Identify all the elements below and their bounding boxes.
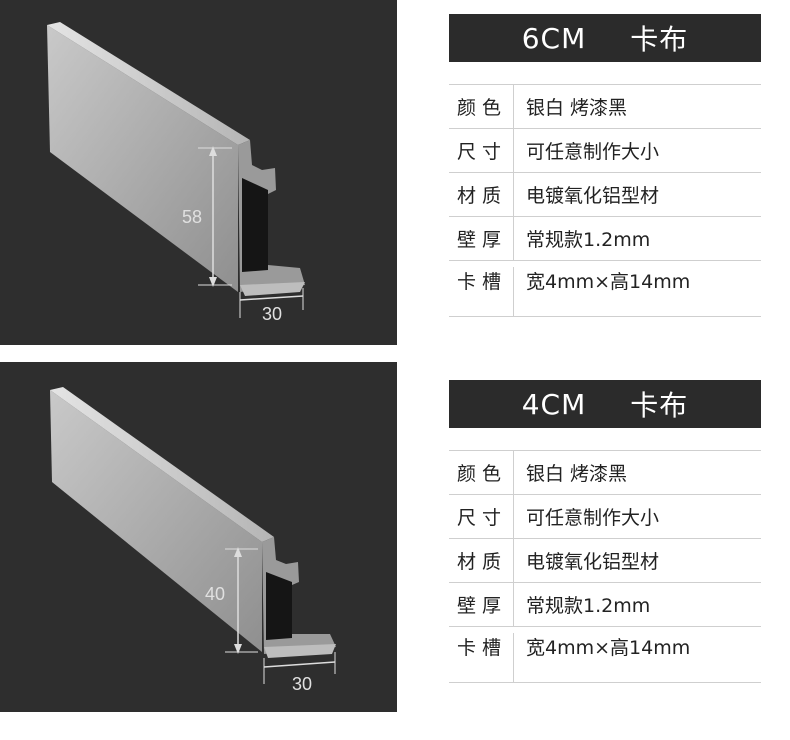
spec-table: 颜色 银白 烤漆黑 尺寸 可任意制作大小 材质 电镀氧化铝型材 壁厚 常规款1.…	[449, 450, 761, 683]
spec-value: 常规款1.2mm	[513, 583, 761, 626]
spec-row-slot: 卡槽 宽4mm×高14mm	[449, 627, 761, 683]
spec-row-color: 颜色 银白 烤漆黑	[449, 451, 761, 495]
spec-title-size: 6CM	[521, 21, 587, 55]
product-photo-6cm: 58 30	[0, 0, 397, 345]
spec-row-color: 颜色 银白 烤漆黑	[449, 85, 761, 129]
spec-title-size: 4CM	[521, 387, 587, 421]
product-photo-4cm: 40 30	[0, 362, 397, 712]
spec-row-thickness: 壁厚 常规款1.2mm	[449, 217, 761, 261]
spec-row-size: 尺寸 可任意制作大小	[449, 495, 761, 539]
width-dimension-label: 30	[292, 674, 312, 694]
spec-value: 宽4mm×高14mm	[513, 633, 761, 683]
spec-key: 壁厚	[457, 229, 508, 251]
spec-key: 尺寸	[457, 141, 508, 163]
spec-value: 可任意制作大小	[513, 129, 761, 172]
spec-panel-6cm: 6CM 卡布 颜色 银白 烤漆黑 尺寸 可任意制作大小 材质 电镀氧化铝型材 壁…	[449, 14, 761, 317]
spec-value: 电镀氧化铝型材	[513, 539, 761, 582]
spec-key: 卡槽	[457, 637, 508, 659]
spec-key: 颜色	[457, 97, 508, 119]
spec-title-type: 卡布	[630, 389, 689, 422]
spec-panel-4cm: 4CM 卡布 颜色 银白 烤漆黑 尺寸 可任意制作大小 材质 电镀氧化铝型材 壁…	[449, 380, 761, 683]
spec-row-size: 尺寸 可任意制作大小	[449, 129, 761, 173]
spec-table: 颜色 银白 烤漆黑 尺寸 可任意制作大小 材质 电镀氧化铝型材 壁厚 常规款1.…	[449, 84, 761, 317]
spec-value: 常规款1.2mm	[513, 217, 761, 260]
spec-key: 卡槽	[457, 271, 508, 293]
spec-key: 材质	[457, 185, 508, 207]
spec-row-material: 材质 电镀氧化铝型材	[449, 539, 761, 583]
spec-key: 颜色	[457, 463, 508, 485]
spec-value: 宽4mm×高14mm	[513, 267, 761, 317]
spec-key: 材质	[457, 551, 508, 573]
spec-key: 壁厚	[457, 595, 508, 617]
width-dimension-label: 30	[262, 304, 282, 324]
height-dimension-label: 58	[182, 207, 202, 227]
product-section-6cm: 58 30 6CM 卡布 颜色 银白 烤漆黑 尺寸 可任意制作大小 材质 电镀氧…	[0, 0, 790, 350]
spec-value: 电镀氧化铝型材	[513, 173, 761, 216]
aluminum-profile-illustration: 58 30	[47, 22, 305, 324]
product-section-4cm: 40 30 4CM 卡布 颜色 银白 烤漆黑 尺寸 可任意制作大小 材质 电镀氧…	[0, 362, 790, 712]
height-dimension-label: 40	[205, 584, 225, 604]
width-dimension-line	[239, 295, 304, 301]
spec-title-type: 卡布	[630, 23, 689, 56]
spec-value: 银白 烤漆黑	[513, 451, 761, 494]
spec-title-bar: 4CM 卡布	[449, 380, 761, 428]
spec-key: 尺寸	[457, 507, 508, 529]
spec-row-material: 材质 电镀氧化铝型材	[449, 173, 761, 217]
spec-value: 可任意制作大小	[513, 495, 761, 538]
spec-row-thickness: 壁厚 常规款1.2mm	[449, 583, 761, 627]
spec-row-slot: 卡槽 宽4mm×高14mm	[449, 261, 761, 317]
aluminum-profile-illustration: 40 30	[50, 387, 336, 694]
spec-value: 银白 烤漆黑	[513, 85, 761, 128]
spec-title-bar: 6CM 卡布	[449, 14, 761, 62]
width-dimension-line	[263, 661, 336, 668]
